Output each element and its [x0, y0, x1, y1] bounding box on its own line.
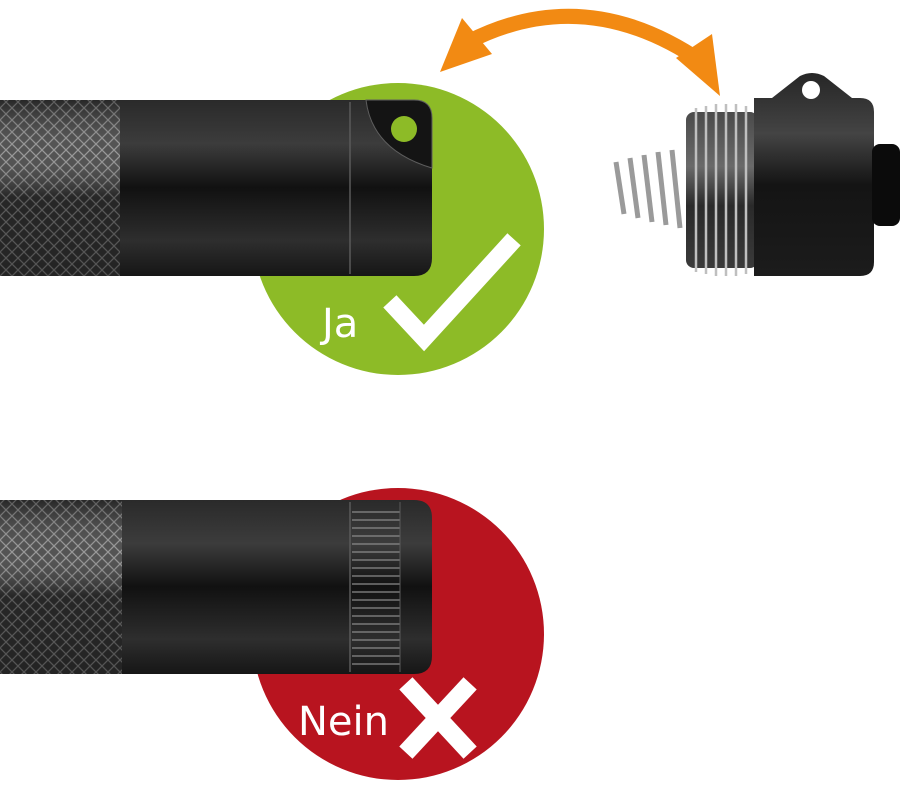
flashlight-body-wrong [0, 500, 432, 674]
double-headed-arrow-icon [440, 8, 720, 96]
tail-cap-part [613, 73, 900, 276]
cross-icon [399, 677, 477, 759]
yes-label: Ja [319, 301, 358, 347]
checkmark-icon [383, 233, 521, 352]
flashlight-body-correct [0, 99, 433, 276]
thread-ring [352, 511, 400, 665]
lanyard-hole [802, 81, 820, 99]
spring-icon [613, 149, 683, 229]
no-example: Nein [0, 488, 544, 780]
contact-point-dot [391, 116, 417, 142]
yes-example: Ja [0, 83, 544, 375]
no-label: Nein [298, 699, 389, 745]
tail-switch-button [872, 144, 900, 226]
